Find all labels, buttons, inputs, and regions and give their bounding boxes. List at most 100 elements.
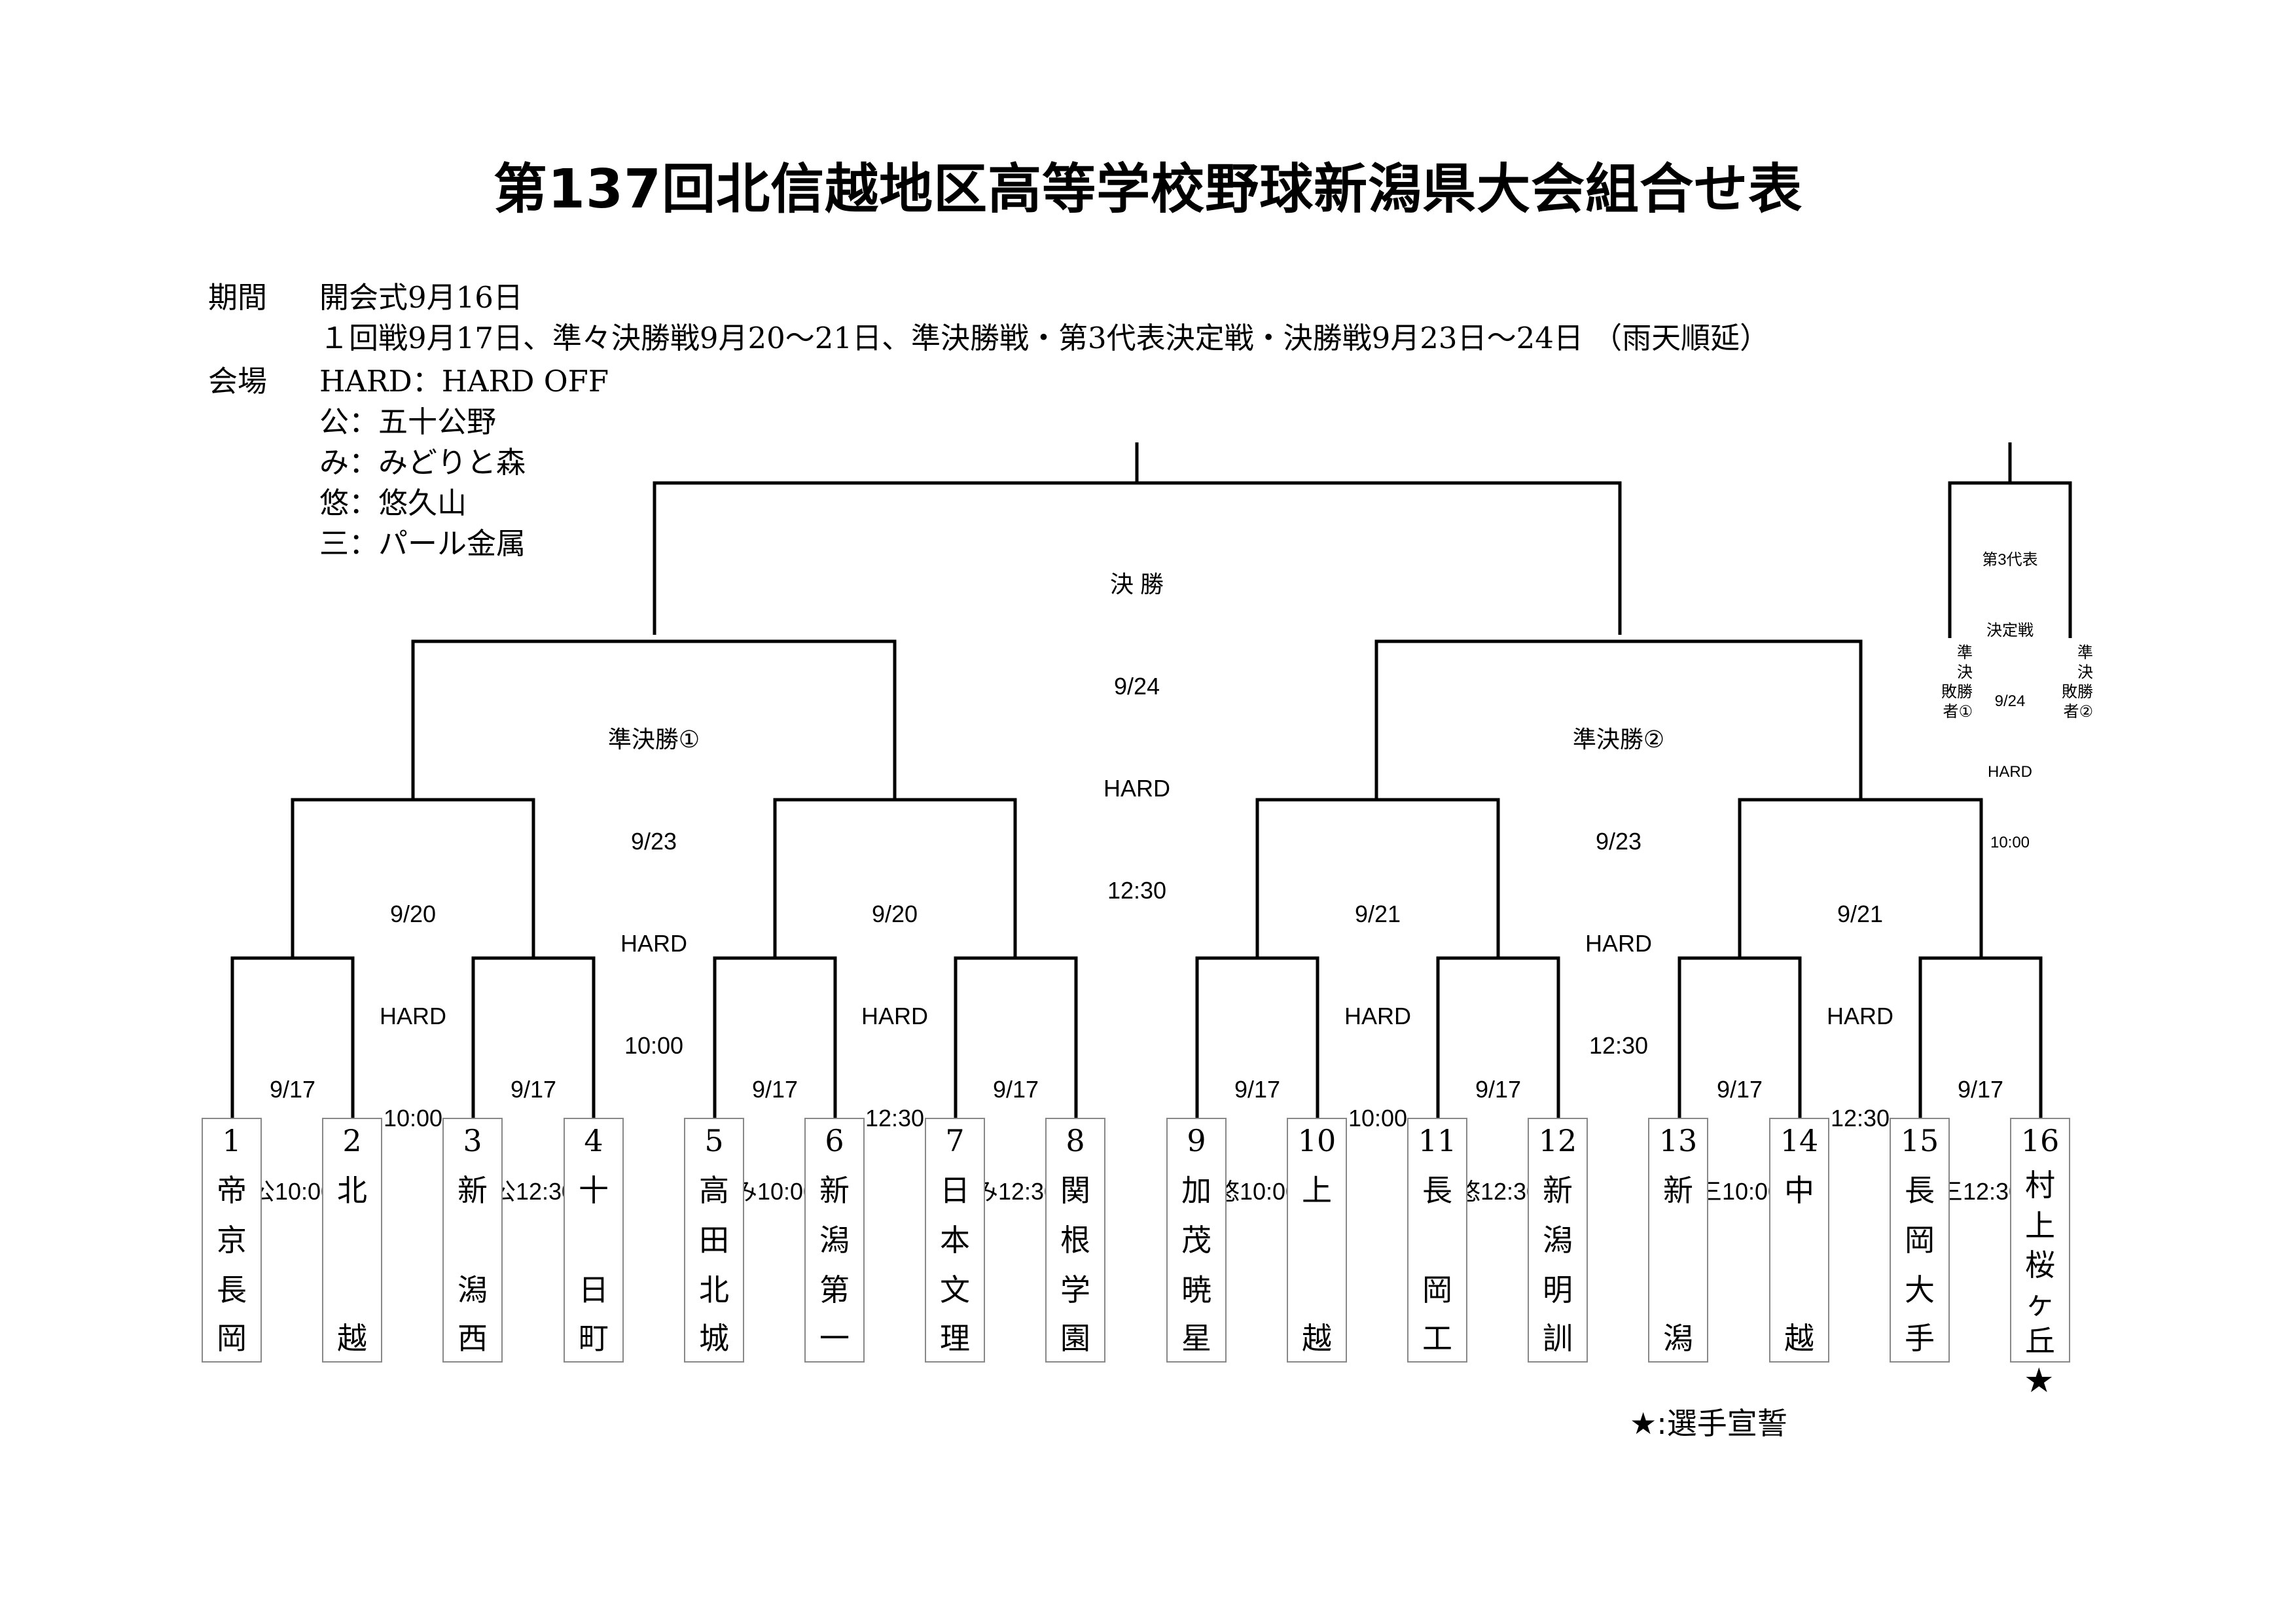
qf4-label: 9/21 HARD 12:30 bbox=[1795, 829, 1926, 1169]
semi2-label: 準決勝② 9/23 HARD 12:30 bbox=[1520, 654, 1717, 1097]
r1-date: 9/17 bbox=[510, 1076, 557, 1103]
team-name-char: 村 bbox=[2025, 1168, 2055, 1203]
qf3-label: 9/21 HARD 10:00 bbox=[1312, 829, 1443, 1169]
team-number: 16 bbox=[2020, 1123, 2060, 1158]
r1-date: 9/17 bbox=[1716, 1076, 1763, 1103]
team-name-char: 新 bbox=[1543, 1173, 1573, 1208]
team-box: 3 新潟西 bbox=[442, 1118, 503, 1363]
r1-venue-time: 公10:00 bbox=[251, 1178, 334, 1205]
venue-item: 公：五十公野 bbox=[319, 404, 497, 439]
r1-label: 9/17 三10:00 bbox=[1687, 1005, 1792, 1243]
team-name-char: 学 bbox=[1060, 1272, 1090, 1308]
team-name-char: 丘 bbox=[2025, 1323, 2055, 1359]
loser-text: 決 bbox=[1957, 663, 1973, 681]
team-name-char: 岡 bbox=[1905, 1222, 1935, 1258]
qf-date: 9/20 bbox=[871, 901, 918, 927]
qf-time: 12:30 bbox=[1830, 1105, 1890, 1132]
qf-time: 12:30 bbox=[865, 1105, 925, 1132]
team-name-char: 訓 bbox=[1543, 1321, 1573, 1356]
third-date: 9/24 bbox=[1994, 692, 2026, 710]
r1-label: 9/17 み12:30 bbox=[963, 1005, 1068, 1243]
qf-time: 10:00 bbox=[1348, 1105, 1408, 1132]
final-date: 9/24 bbox=[1113, 673, 1160, 700]
team-name-char: 田 bbox=[699, 1222, 729, 1258]
r1-date: 9/17 bbox=[1957, 1076, 2004, 1103]
r1-venue-time: 三10:00 bbox=[1698, 1178, 1782, 1205]
team-name-char: 潟 bbox=[819, 1222, 850, 1258]
team-name-char: 新 bbox=[457, 1173, 488, 1208]
r1-date: 9/17 bbox=[1475, 1076, 1522, 1103]
qf-date: 9/21 bbox=[1354, 901, 1401, 927]
team-name-char: 上 bbox=[1302, 1173, 1332, 1208]
loser-text: 者① bbox=[1943, 702, 1973, 721]
team-number: 1 bbox=[222, 1123, 242, 1158]
team-number: 5 bbox=[704, 1123, 724, 1158]
team-number: 12 bbox=[1538, 1123, 1577, 1158]
page-title: 第137回北信越地区高等学校野球新潟県大会組合せ表 bbox=[493, 158, 1803, 221]
third-place-label: 第3代表 決定戦 9/24 HARD 10:00 bbox=[1958, 501, 2062, 878]
team-number: 4 bbox=[584, 1123, 603, 1158]
team-number: 8 bbox=[1066, 1123, 1085, 1158]
team-name-char: 帝 bbox=[217, 1173, 247, 1208]
loser-text: 敗勝 bbox=[1941, 683, 1973, 701]
team-box: 2 北越 bbox=[322, 1118, 382, 1363]
team-name-char: 上 bbox=[2025, 1208, 2055, 1243]
team-name-char: 園 bbox=[1060, 1321, 1090, 1356]
semi2-venue: HARD bbox=[1585, 930, 1652, 957]
team-name-char: 一 bbox=[819, 1321, 850, 1356]
team-name-char: 城 bbox=[699, 1321, 729, 1356]
team-name-char: 越 bbox=[1302, 1321, 1332, 1356]
team-name-char: 長 bbox=[1422, 1173, 1452, 1208]
team-name-char: 北 bbox=[337, 1173, 367, 1208]
team-number: 2 bbox=[342, 1123, 362, 1158]
team-name-char: 理 bbox=[940, 1321, 970, 1356]
venue-item: 悠：悠久山 bbox=[319, 486, 467, 520]
team-name-char: 京 bbox=[217, 1222, 247, 1258]
semi2-date: 9/23 bbox=[1595, 828, 1642, 855]
team-number: 10 bbox=[1297, 1123, 1336, 1158]
r1-date: 9/17 bbox=[751, 1076, 798, 1103]
semi1-date: 9/23 bbox=[630, 828, 677, 855]
r1-venue-time: み12:30 bbox=[974, 1178, 1058, 1205]
team-name-char: 長 bbox=[217, 1272, 247, 1308]
qf-date: 9/20 bbox=[389, 901, 437, 927]
team-number: 9 bbox=[1187, 1123, 1206, 1158]
team-number: 14 bbox=[1780, 1123, 1819, 1158]
qf2-label: 9/20 HARD 12:30 bbox=[829, 829, 960, 1169]
final-title: 決 勝 bbox=[1109, 571, 1164, 597]
period-label: 期間 bbox=[208, 280, 268, 315]
team-number: 3 bbox=[463, 1123, 482, 1158]
team-name-char: 西 bbox=[457, 1321, 488, 1356]
third-title: 第3代表 bbox=[1982, 551, 2038, 569]
team-name-char: 文 bbox=[940, 1272, 970, 1308]
team-name-char: 潟 bbox=[457, 1272, 488, 1308]
team-name-char: 第 bbox=[819, 1272, 850, 1308]
venue-item: HARD：HARD OFF bbox=[319, 364, 609, 399]
semi1-label: 準決勝① 9/23 HARD 10:00 bbox=[556, 654, 752, 1097]
qf-venue: HARD bbox=[1344, 1003, 1411, 1029]
r1-label: 9/17 公10:00 bbox=[240, 1005, 345, 1243]
team-name-char: 越 bbox=[337, 1321, 367, 1356]
r1-venue-time: 悠10:00 bbox=[1215, 1178, 1299, 1205]
r1-label: 9/17 み10:00 bbox=[723, 1005, 827, 1243]
team-name-char: 長 bbox=[1905, 1173, 1935, 1208]
qf-time: 10:00 bbox=[383, 1105, 443, 1132]
team-name-char: 岡 bbox=[1422, 1272, 1452, 1308]
team-name-char: 暁 bbox=[1181, 1272, 1211, 1308]
team-name-char: 明 bbox=[1543, 1272, 1573, 1308]
r1-venue-time: 悠12:30 bbox=[1456, 1178, 1540, 1205]
semi1-title: 準決勝① bbox=[607, 726, 700, 753]
r1-venue-time: み10:00 bbox=[733, 1178, 817, 1205]
team-name-char: 日 bbox=[940, 1173, 970, 1208]
team-name-char: 新 bbox=[819, 1173, 850, 1208]
team-number: 7 bbox=[945, 1123, 965, 1158]
loser-text: 決 bbox=[2077, 663, 2093, 681]
team-name-char: 新 bbox=[1663, 1173, 1693, 1208]
team-name-char: 工 bbox=[1422, 1321, 1452, 1356]
loser-text: 敗勝 bbox=[2062, 683, 2093, 701]
semi2-title: 準決勝② bbox=[1572, 726, 1665, 753]
